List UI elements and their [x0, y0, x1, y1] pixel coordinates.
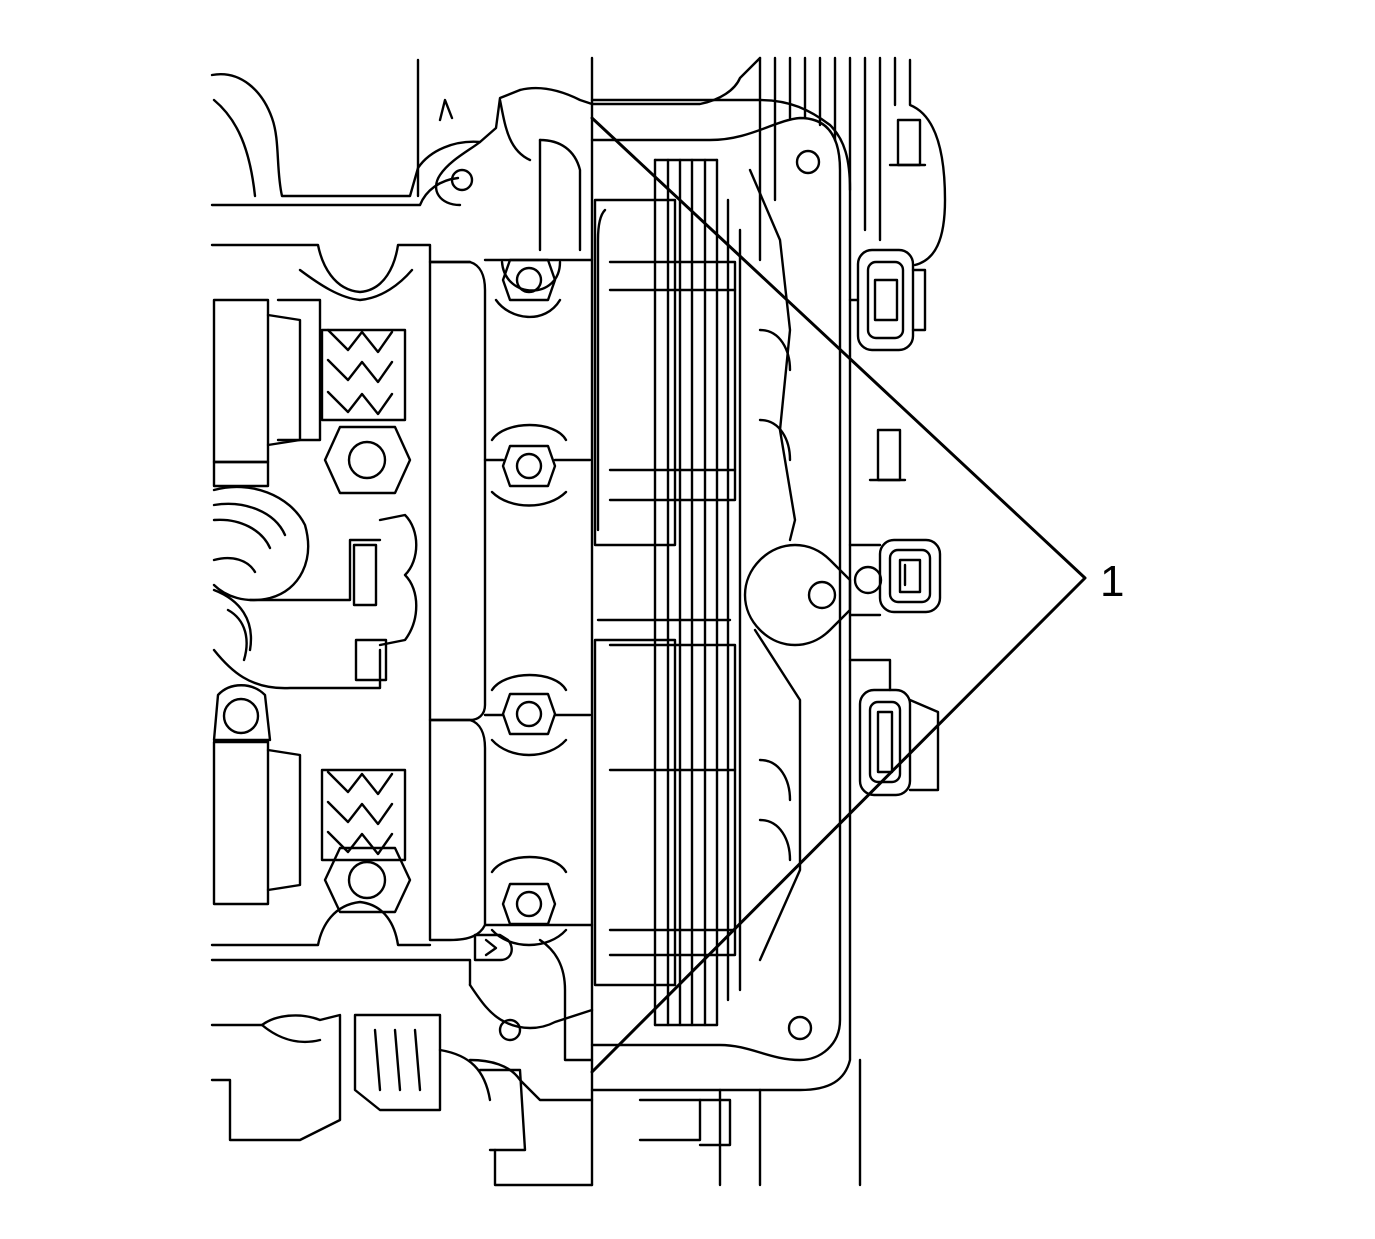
timing-chain	[653, 158, 742, 1027]
lower-cam-phaser	[593, 618, 737, 987]
bearing-cap-bolt-3	[483, 673, 592, 757]
right-block-fins	[638, 56, 947, 1187]
left-camshaft-upper	[212, 298, 412, 495]
callout-label-1: 1	[1100, 557, 1124, 606]
arrow-marking	[438, 98, 513, 962]
cover-plate-left-flange	[434, 86, 594, 1102]
cylinder-head-outline	[210, 58, 522, 987]
cam-position-sensor-lower	[848, 658, 940, 797]
camshaft-sprocket-area	[212, 485, 418, 690]
cam-position-sensor-upper	[848, 248, 927, 352]
cam-bearing-cap	[428, 258, 594, 942]
bearing-cap-bolt-1	[494, 258, 562, 319]
upper-cam-phaser	[593, 198, 737, 547]
timing-cover-outline	[590, 56, 852, 1092]
left-camshaft-lower	[212, 684, 412, 914]
bearing-cap-bolt-2	[483, 423, 592, 507]
bearing-cap-bolt-4	[490, 855, 568, 947]
callout-leader-lines	[590, 116, 1087, 1074]
chain-guide	[748, 168, 802, 962]
cam-position-sensor-middle	[848, 538, 942, 617]
bolt-right-upper	[868, 118, 927, 482]
oil-pan-lower-area	[210, 1013, 594, 1187]
